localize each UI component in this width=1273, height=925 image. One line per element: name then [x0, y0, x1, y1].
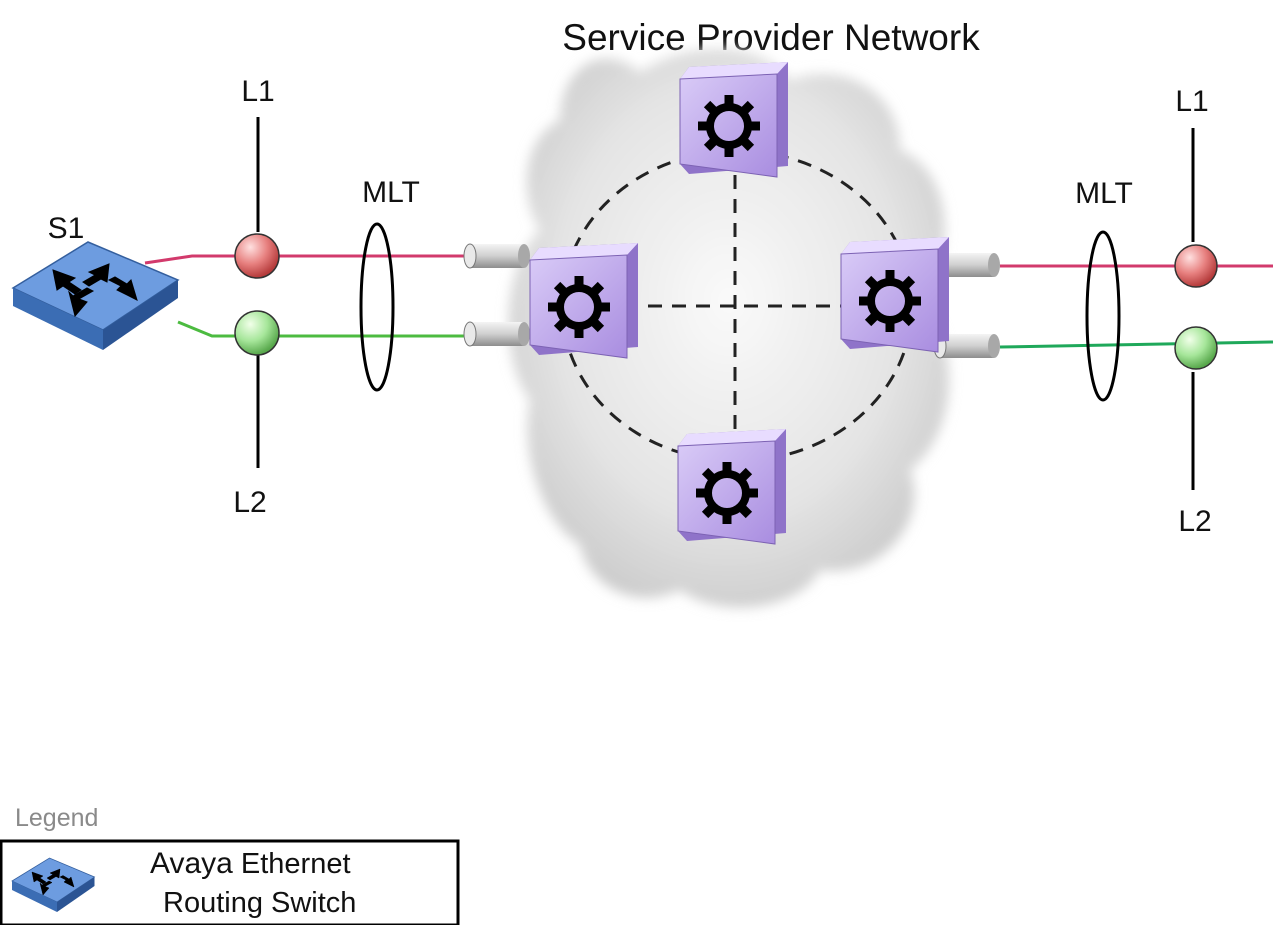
- legend-line-1: Avaya Ethernet: [150, 847, 351, 880]
- left-links: [144, 254, 470, 338]
- link-l2-left: [177, 320, 470, 338]
- legend-caption: Legend: [15, 804, 98, 832]
- l1-left-node: [234, 233, 280, 279]
- provider-switch-right: [841, 237, 949, 352]
- tube-left-bottom: [463, 321, 531, 347]
- l2-left-label: L2: [233, 486, 266, 519]
- mlt-right-ellipse: [1085, 230, 1121, 402]
- legend-line1-rest: Ethernet: [233, 848, 351, 880]
- provider-switch-bottom: [678, 429, 786, 544]
- mlt-right-label: MLT: [1075, 177, 1133, 210]
- legend-line-2: Routing Switch: [163, 887, 356, 919]
- s1-label: S1: [48, 212, 85, 245]
- routing-switch-icon: [12, 241, 179, 351]
- link-l1-left: [144, 254, 470, 265]
- mlt-left-ellipse: [359, 222, 395, 392]
- legend-brand: Avaya: [150, 847, 233, 880]
- l2-right-label: L2: [1178, 505, 1211, 538]
- service-provider-cloud: [508, 48, 949, 608]
- diagram-title: Service Provider Network: [562, 17, 980, 58]
- provider-switch-top: [680, 62, 788, 177]
- legend-box: Avaya Ethernet Routing Switch: [0, 839, 460, 925]
- tube-left-top: [463, 243, 531, 269]
- right-links: [999, 264, 1273, 349]
- link-l2-right: [999, 340, 1273, 349]
- l1-right-label: L1: [1175, 85, 1208, 118]
- mlt-left-label: MLT: [362, 176, 420, 209]
- l2-right-node: [1174, 326, 1218, 370]
- provider-switch-left: [530, 243, 638, 358]
- l1-left-label: L1: [241, 75, 274, 108]
- l1-right-node: [1174, 244, 1218, 288]
- l2-left-node: [234, 310, 280, 356]
